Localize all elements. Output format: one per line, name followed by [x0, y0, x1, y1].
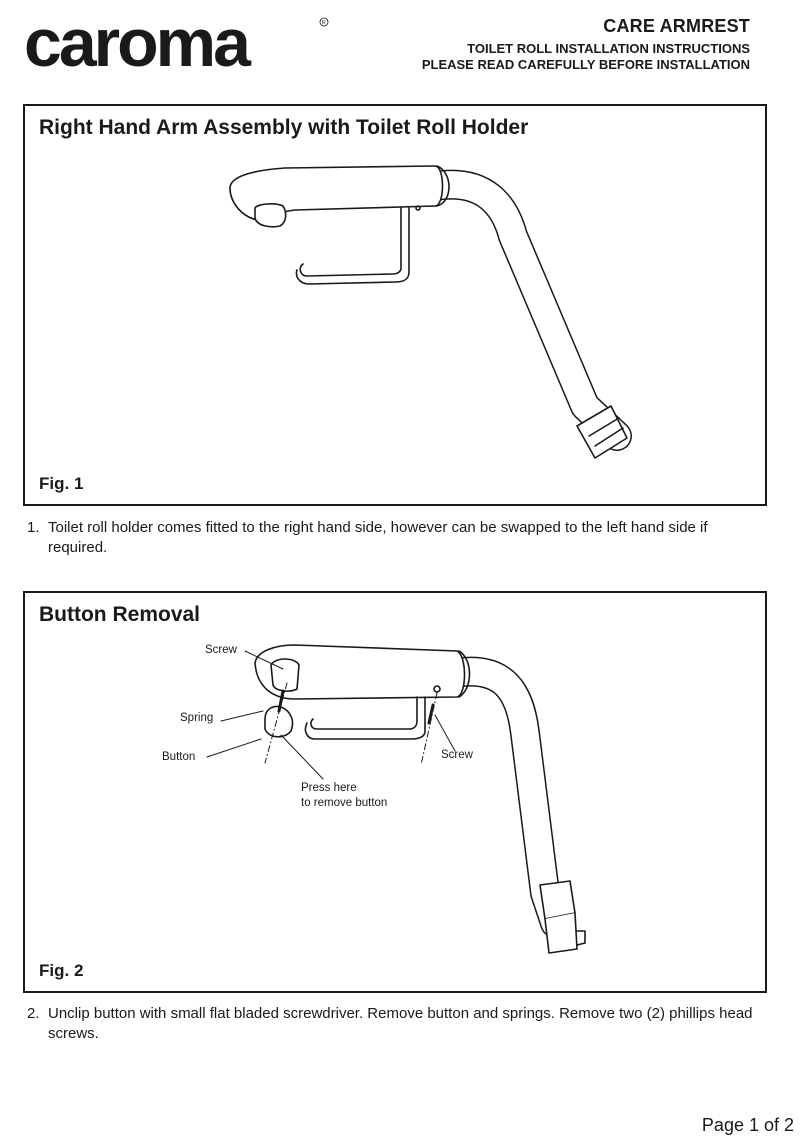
figure-1-label: Fig. 1	[39, 474, 84, 493]
callout-screw-right: Screw	[441, 749, 473, 761]
instruction-step-1: 1. Toilet roll holder comes fitted to th…	[27, 518, 757, 558]
step-2-number: 2.	[27, 1005, 40, 1022]
callout-spring: Spring	[180, 712, 214, 724]
page-number: Page 1 of 2	[701, 1115, 794, 1135]
figure-1-heading: Right Hand Arm Assembly with Toilet Roll…	[39, 116, 529, 139]
document-header: CARE ARMREST TOILET ROLL INSTALLATION IN…	[422, 16, 750, 73]
document-subtitle-2: PLEASE READ CAREFULLY BEFORE INSTALLATIO…	[421, 57, 750, 72]
step-2-text: Unclip button with small flat bladed scr…	[48, 1005, 753, 1042]
document-title: CARE ARMREST	[603, 16, 750, 36]
callout-press-line-2: to remove button	[301, 797, 388, 809]
figure-2-panel: Button Removal	[23, 591, 767, 993]
figure-2-label: Fig. 2	[39, 961, 84, 980]
callout-button: Button	[162, 751, 196, 763]
caroma-logo: caroma R	[24, 5, 334, 81]
callout-press-here: Press here to remove button	[301, 781, 387, 811]
callout-press-line-1: Press here	[301, 782, 357, 794]
step-1-text: Toilet roll holder comes fitted to the r…	[48, 519, 708, 556]
button-removal-illustration	[206, 644, 586, 954]
step-1-number: 1.	[27, 519, 40, 536]
instruction-step-2: 2. Unclip button with small flat bladed …	[27, 1004, 757, 1044]
logo-text: caroma	[24, 14, 252, 74]
caroma-logo-wordmark: caroma R	[24, 5, 329, 81]
svg-text:R: R	[322, 20, 326, 26]
figure-1-panel: Right Hand Arm Assembly with Toilet Roll…	[23, 104, 767, 506]
armrest-illustration	[229, 165, 632, 459]
document-subtitle-1: TOILET ROLL INSTALLATION INSTRUCTIONS	[467, 41, 750, 56]
callout-screw-top: Screw	[205, 644, 237, 656]
figure-2-heading: Button Removal	[39, 603, 201, 626]
